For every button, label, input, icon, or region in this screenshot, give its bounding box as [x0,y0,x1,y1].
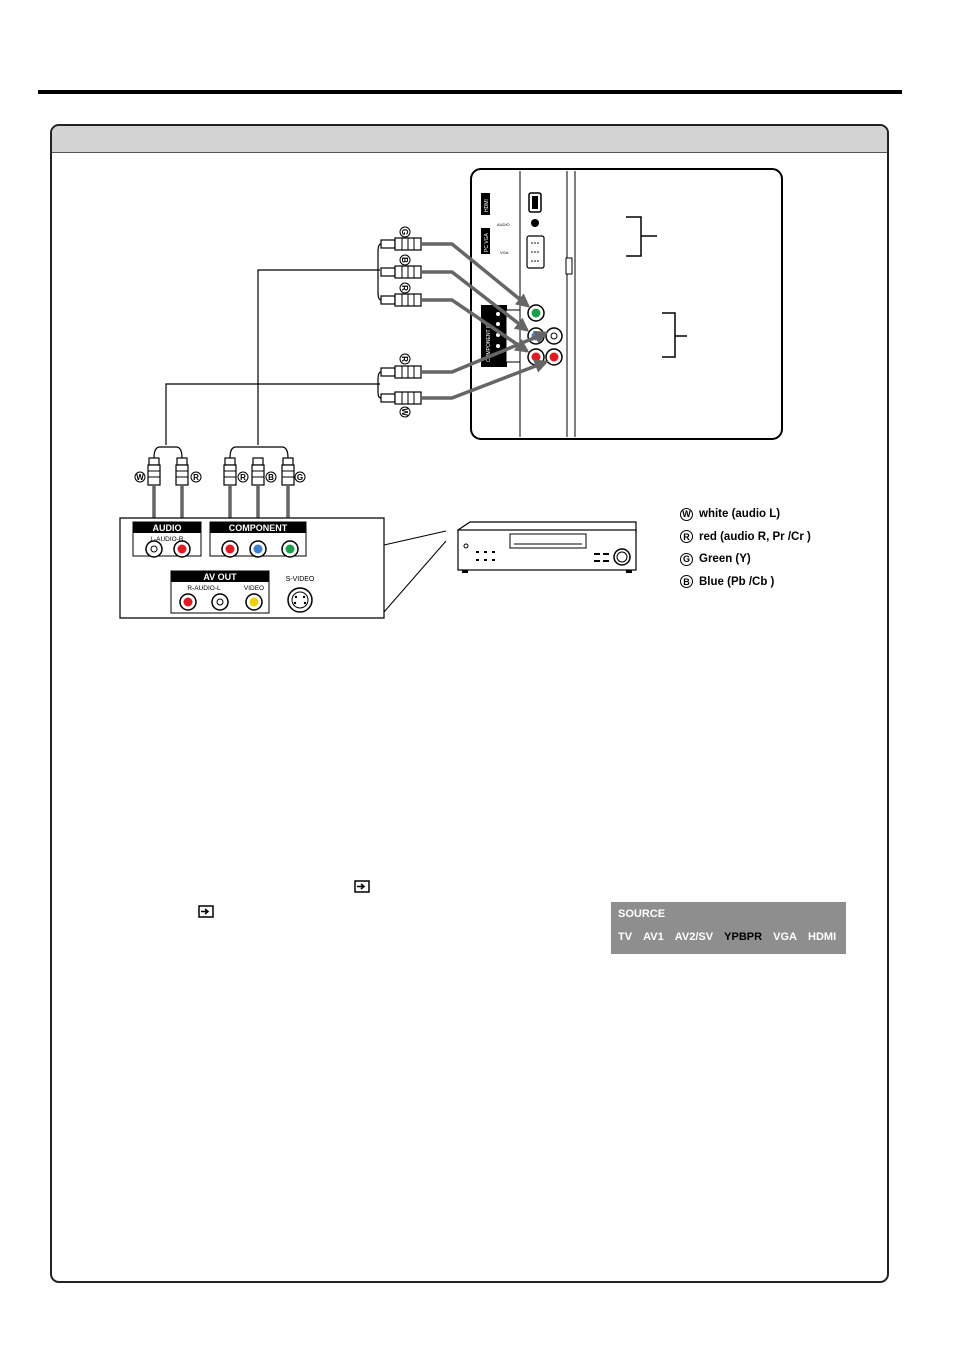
legend-badge: W [680,507,693,521]
connection-diagram: HDMI PC VGA AUDIO VGA COMPONENT IN [119,168,783,619]
cable-letter-audio-white: W [400,408,409,416]
source-option-av2-sv[interactable]: AV2/SV [674,931,714,943]
legend-text: red (audio R, Pr /Cr ) [699,530,811,543]
source-menu-title: SOURCE [618,908,666,920]
cable-letter-device-blue: B [268,473,274,482]
cable-letter-audio-red: R [400,356,409,362]
legend-text: Blue (Pb /Cb ) [699,575,775,588]
legend-item-red: R red (audio R, Pr /Cr ) [680,526,811,549]
cable-letter-device-red-audio: R [193,473,199,482]
av-out-audio-label: R-AUDIO-L [187,585,221,592]
connection-arrows-tv [421,242,549,400]
source-menu-osd: SOURCE TV AV1 AV2/SV YPBPR VGA HDMI [611,902,846,954]
source-option-ypbpr[interactable]: YPBPR [724,931,763,943]
cable-letters-tv-side: G B R R W [399,226,411,418]
pc-input-bracket [626,216,657,257]
audio-sub-label: L-AUDIO-R [150,536,184,543]
legend-text: white (audio L) [699,508,781,521]
top-rule [38,90,902,94]
vga-port-label: VGA [500,250,509,255]
cable-letter-device-green: G [297,473,303,482]
cable-letter-green: G [400,229,409,235]
component-input-bracket [662,312,687,358]
source-option-av1[interactable]: AV1 [643,931,664,943]
cable-letter-blue: B [400,257,409,263]
legend-badge: G [680,552,693,566]
cable-letters-device-side: W R R B G [134,471,306,483]
cable-color-legend: W white (audio L) R red (audio R, Pr /Cr… [680,503,811,593]
panel-header [52,126,887,153]
cable-letter-device-red: R [240,473,246,482]
legend-item-white: W white (audio L) [680,503,811,526]
audio-plugs-tv-side [380,365,422,405]
source-option-hdmi[interactable]: HDMI [808,931,837,943]
source-menu-items: TV AV1 AV2/SV YPBPR VGA HDMI [618,931,844,943]
source-option-vga[interactable]: VGA [773,931,797,943]
legend-badge: R [680,530,693,544]
pc-audio-jack [531,219,539,227]
audio-header: AUDIO [153,523,182,533]
cable-letter-red: R [400,285,409,291]
legend-item-green: G Green (Y) [680,548,811,571]
dvd-player-illustration [457,521,637,573]
source-option-tv[interactable]: TV [618,931,633,943]
legend-badge: B [680,575,693,589]
source-input-icon [354,880,370,893]
svideo-label: S-VIDEO [286,576,315,583]
av-out-video-label: VIDEO [244,585,264,592]
source-input-icon [198,905,214,918]
plugs-device-side [147,457,295,486]
component-in-label: COMPONENT IN [486,323,492,362]
av-out-header: AV OUT [203,572,237,582]
component-header: COMPONENT [229,523,288,533]
tv-rear-panel: HDMI PC VGA AUDIO VGA COMPONENT IN [470,168,783,440]
cable-wires [153,243,382,459]
device-back-panel: AUDIO L-AUDIO-R COMPONENT AV OUT R-AUDIO… [119,517,447,619]
legend-text: Green (Y) [699,553,751,566]
component-plugs-tv-side [380,237,422,307]
audio-port-label: AUDIO [497,222,510,227]
pc-vga-label: PC VGA [484,232,490,252]
hdmi-label: HDMI [484,199,490,212]
legend-item-blue: B Blue (Pb /Cb ) [680,571,811,594]
cable-letter-device-white: W [136,473,144,482]
